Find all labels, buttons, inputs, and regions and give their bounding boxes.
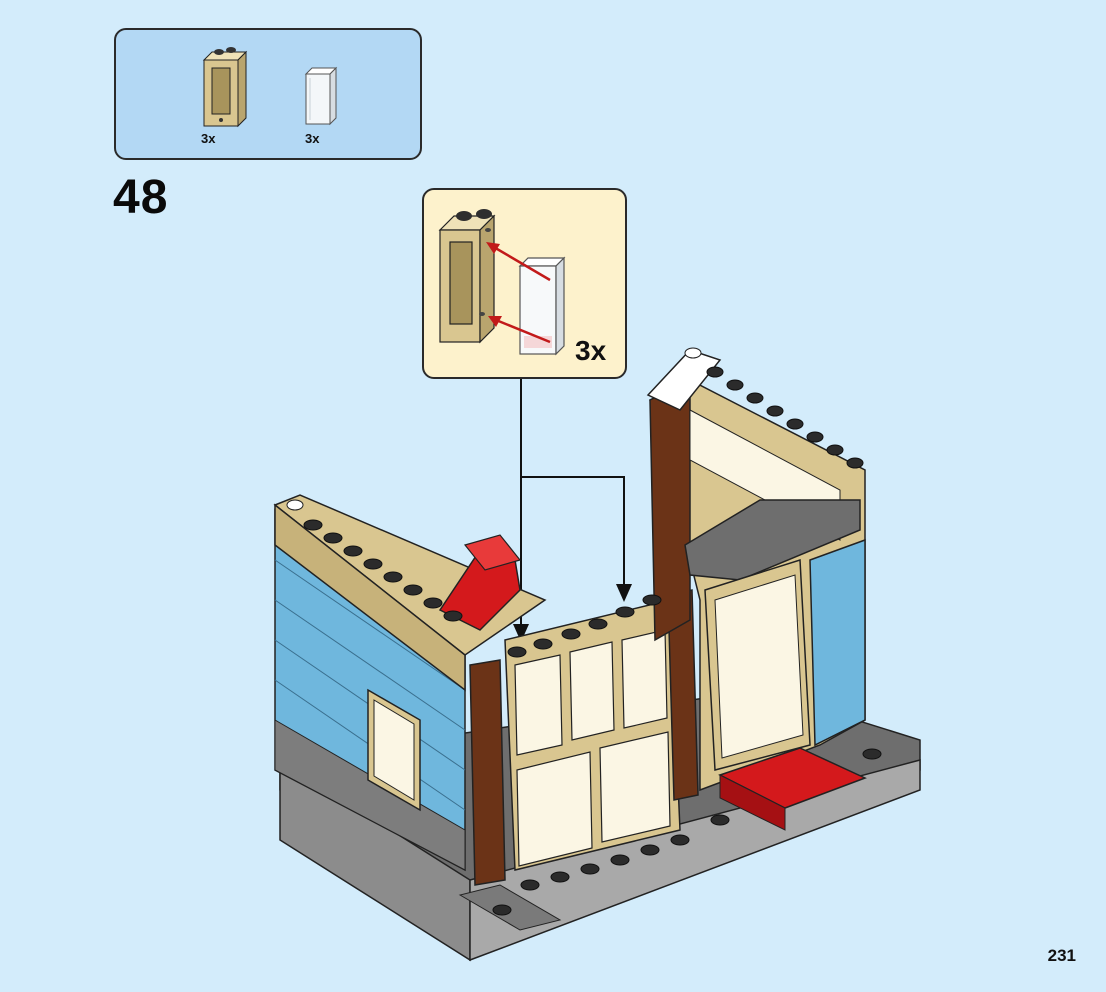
callout-pointer-arrows xyxy=(521,379,624,630)
page-number: 231 xyxy=(1048,946,1076,966)
